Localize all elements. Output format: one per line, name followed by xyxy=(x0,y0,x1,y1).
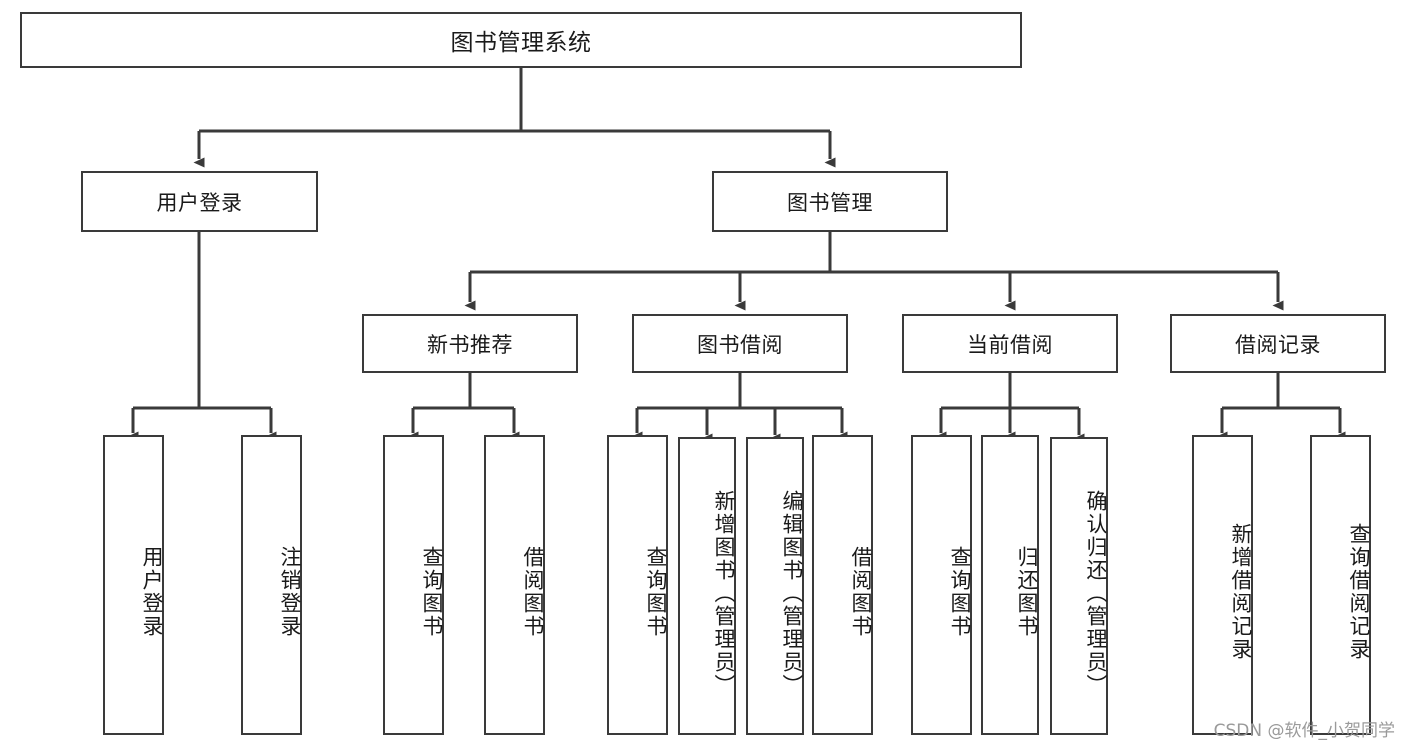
leaf-add-borrow-record[interactable]: 新增借阅记录 xyxy=(1192,435,1253,735)
node-label: 查询图书 xyxy=(948,546,972,638)
node-book-management[interactable]: 图书管理 xyxy=(712,171,948,232)
node-label: 图书管理 xyxy=(787,190,873,215)
node-label: 用户登录 xyxy=(140,546,164,638)
leaf-query-borrow-record[interactable]: 查询借阅记录 xyxy=(1310,435,1371,735)
node-user-login[interactable]: 用户登录 xyxy=(81,171,318,232)
node-current-borrow[interactable]: 当前借阅 xyxy=(902,314,1118,373)
node-label: 编辑图书（管理员） xyxy=(780,489,804,697)
leaf-edit-book[interactable]: 编辑图书（管理员） xyxy=(746,437,804,735)
node-label: 当前借阅 xyxy=(967,332,1053,357)
node-label: 借阅记录 xyxy=(1235,332,1321,357)
leaf-query-book-recommend[interactable]: 查询图书 xyxy=(383,435,444,735)
node-label: 查询图书 xyxy=(644,546,668,638)
node-label: 借阅图书 xyxy=(521,546,545,638)
node-label: 新增借阅记录 xyxy=(1229,523,1253,661)
node-label: 查询图书 xyxy=(420,546,444,638)
leaf-user-login[interactable]: 用户登录 xyxy=(103,435,164,735)
leaf-borrow-book-recommend[interactable]: 借阅图书 xyxy=(484,435,545,735)
leaf-add-book[interactable]: 新增图书（管理员） xyxy=(678,437,736,735)
node-book-borrow[interactable]: 图书借阅 xyxy=(632,314,848,373)
leaf-query-book-borrow[interactable]: 查询图书 xyxy=(607,435,668,735)
node-label: 新书推荐 xyxy=(427,332,513,357)
node-label: 用户登录 xyxy=(156,190,243,215)
node-label: 借阅图书 xyxy=(849,546,873,638)
node-label: 归还图书 xyxy=(1015,546,1039,638)
node-label: 图书管理系统 xyxy=(450,30,592,56)
node-label: 注销登录 xyxy=(278,546,302,638)
node-root-system[interactable]: 图书管理系统 xyxy=(20,12,1022,68)
node-new-book-recommend[interactable]: 新书推荐 xyxy=(362,314,578,373)
leaf-confirm-return[interactable]: 确认归还（管理员） xyxy=(1050,437,1108,735)
node-label: 图书借阅 xyxy=(697,332,783,357)
leaf-logout-login[interactable]: 注销登录 xyxy=(241,435,302,735)
leaf-query-book-current[interactable]: 查询图书 xyxy=(911,435,972,735)
node-label: 新增图书（管理员） xyxy=(712,489,736,697)
leaf-return-book[interactable]: 归还图书 xyxy=(981,435,1039,735)
node-borrow-record[interactable]: 借阅记录 xyxy=(1170,314,1386,373)
leaf-borrow-book-borrow[interactable]: 借阅图书 xyxy=(812,435,873,735)
node-label: 确认归还（管理员） xyxy=(1084,489,1108,697)
node-label: 查询借阅记录 xyxy=(1347,523,1371,661)
